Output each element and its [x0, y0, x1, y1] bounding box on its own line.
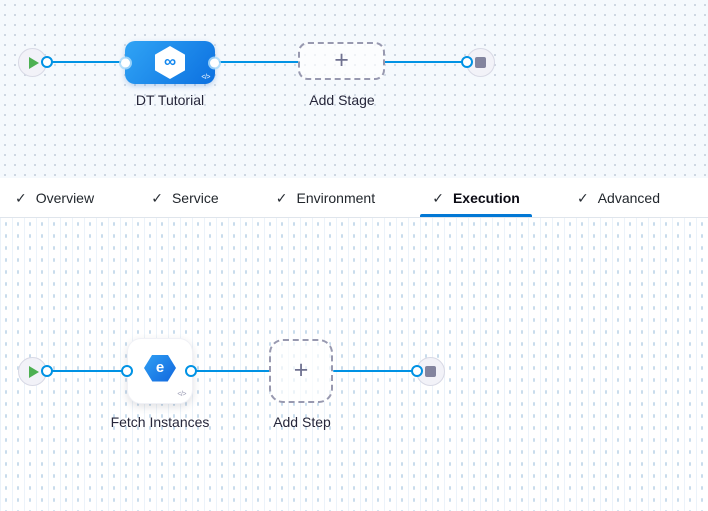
infinity-icon: ∞ [163, 52, 177, 71]
start-node-out-port[interactable] [41, 56, 53, 68]
stage-in-port[interactable] [121, 58, 130, 67]
edge-addstage-to-end [384, 61, 467, 63]
fetch-e-glyph: e [155, 359, 165, 376]
check-icon: ✓ [15, 189, 27, 206]
stop-icon [475, 57, 486, 68]
tab-label: Advanced [597, 189, 660, 206]
tab-label: Service [171, 189, 219, 206]
step-in-port[interactable] [121, 365, 133, 377]
stage-node-label: DT Tutorial [135, 92, 205, 108]
plus-icon: + [293, 355, 309, 384]
edge-step-to-addstep [191, 370, 271, 372]
stage-node-dt-tutorial[interactable]: ∞ </> [121, 41, 219, 84]
edge-stage-to-addstage [213, 61, 300, 63]
add-stage-button[interactable]: + [298, 42, 385, 80]
step-node-label: Fetch Instances [110, 414, 210, 430]
harness-cd-icon: ∞ [155, 46, 185, 79]
step-node-fetch-instances[interactable]: e </> [127, 338, 193, 404]
code-icon[interactable]: </> [201, 74, 210, 81]
edge-start-to-stage [47, 61, 127, 63]
stage-graph-canvas: ∞ </> DT Tutorial + Add Stage [0, 0, 708, 178]
stage-out-port[interactable] [210, 58, 219, 67]
plus-icon: + [334, 45, 349, 74]
add-stage-label: Add Stage [309, 92, 375, 108]
code-icon[interactable]: </> [177, 391, 186, 398]
execution-graph-canvas: e </> Fetch Instances + Add Step [0, 218, 708, 511]
fetch-instances-icon: e [144, 354, 176, 382]
tab-label: Environment [296, 189, 376, 206]
check-icon: ✓ [432, 189, 444, 206]
add-step-button[interactable]: + [269, 339, 333, 403]
tab-advanced[interactable]: ✓ Advanced [565, 178, 672, 217]
edge-addstep-to-end [333, 370, 417, 372]
end-node-in-port[interactable] [461, 56, 473, 68]
play-icon [29, 365, 39, 378]
tab-overview[interactable]: ✓ Overview [3, 178, 106, 217]
end-node-in-port[interactable] [411, 365, 423, 377]
add-step-label: Add Step [273, 414, 331, 430]
tab-label: Overview [35, 189, 95, 206]
start-node-out-port[interactable] [41, 365, 53, 377]
step-out-port[interactable] [185, 365, 197, 377]
check-icon: ✓ [576, 189, 589, 206]
tab-environment[interactable]: ✓ Environment [264, 178, 387, 217]
tab-service[interactable]: ✓ Service [139, 178, 230, 217]
stop-icon [425, 366, 436, 377]
tab-execution[interactable]: ✓ Execution [420, 178, 532, 217]
check-icon: ✓ [151, 189, 163, 206]
play-icon [29, 56, 39, 69]
tab-label: Execution [452, 189, 520, 206]
edge-start-to-step [47, 370, 127, 372]
stage-config-tabbar: ✓ Overview ✓ Service ✓ Environment ✓ Exe… [0, 178, 708, 218]
check-icon: ✓ [275, 189, 288, 206]
